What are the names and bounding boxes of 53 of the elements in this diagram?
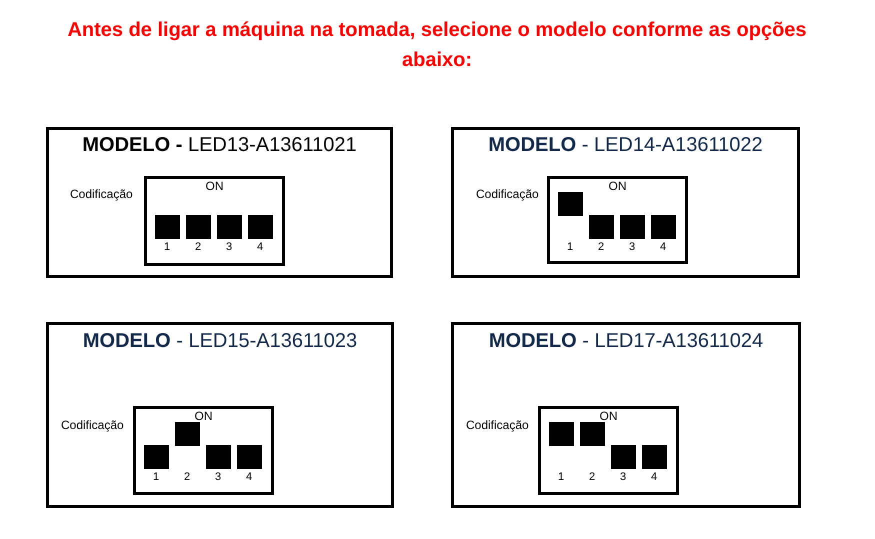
switch-number: 3 [620,471,626,484]
switch-number: 1 [566,241,574,254]
switch-number: 4 [660,241,666,254]
heading: Antes de ligar a máquina na tomada, selecione o modelo conforme as opções abaixo: [66,18,808,73]
model-title: MODELO - LED17-A13611024 [488,329,764,353]
switch-number: 4 [246,471,252,484]
dip-switch [547,176,688,264]
model-title: MODELO - LED13-A13611021 [82,133,357,157]
dip-switch [133,406,274,495]
encoding-label: Codificação [61,418,124,432]
switch-number: 2 [588,471,596,484]
switch-lever [155,215,180,239]
dip-switch [538,406,679,495]
switch-number: 2 [184,471,190,484]
switch-number: 4 [650,471,658,484]
encoding-label: Codificação [476,187,539,201]
switch-number: 2 [194,241,202,254]
switch-lever [186,215,211,239]
switch-lever [549,422,574,446]
switch-lever [217,215,242,239]
switch-lever [580,422,605,446]
switch-number: 1 [558,471,564,484]
encoding-label: Codificação [466,418,529,432]
switch-lever [144,445,169,469]
switch-lever [611,445,636,469]
switch-number: 2 [598,241,604,254]
switch-lever [558,192,583,216]
on-label: ON [206,179,224,193]
model-panel [46,127,393,278]
switch-number: 3 [214,471,222,484]
switch-number: 1 [164,241,170,254]
switch-number: 3 [628,241,636,254]
dip-switch [144,176,285,266]
encoding-label: Codificação [70,187,133,201]
on-label: ON [194,409,212,423]
switch-lever [237,445,262,469]
switch-lever [206,445,231,469]
on-label: ON [600,409,618,423]
model-title: MODELO - LED15-A13611023 [82,329,358,353]
model-panel [451,127,800,278]
switch-lever [642,445,667,469]
switch-lever [589,215,614,239]
model-panel [46,322,394,508]
switch-lever [620,215,645,239]
switch-lever [248,215,273,239]
on-label: ON [608,179,626,193]
switch-lever [175,422,200,446]
switch-number: 1 [152,471,160,484]
model-title: MODELO - LED14-A13611022 [488,133,763,157]
switch-number: 3 [226,241,232,254]
model-panel [451,322,801,508]
switch-lever [651,215,676,239]
switch-number: 4 [256,241,264,254]
